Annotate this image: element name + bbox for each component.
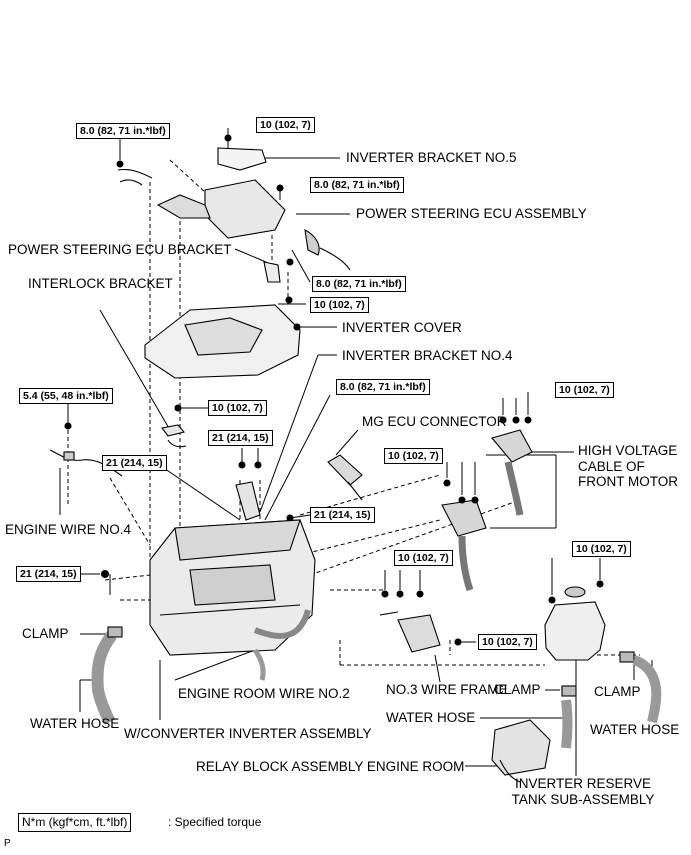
label-relay-block: RELAY BLOCK ASSEMBLY ENGINE ROOM: [196, 759, 465, 774]
mg-ecu-connector-part: [327, 454, 363, 501]
label-mg-ecu-connector: MG ECU CONNECTOR: [362, 414, 507, 429]
bolt-engine-room-part: [252, 648, 266, 681]
no3-wire-frame-part: [379, 590, 462, 653]
inverter-bracket-no4-part: [235, 461, 294, 522]
label-clamp-right: CLAMP: [594, 684, 641, 699]
label-water-hose-right: WATER HOSE: [590, 722, 680, 737]
label-engine-room-wire-no2: ENGINE ROOM WIRE NO.2: [178, 686, 350, 701]
torque-spec: 21 (214, 15): [102, 455, 167, 471]
label-inverter-bracket-no4: INVERTER BRACKET NO.4: [342, 348, 513, 363]
label-inverter-cover: INVERTER COVER: [342, 320, 462, 335]
clamp-parts: [561, 586, 635, 697]
torque-spec: 10 (102, 7): [555, 382, 614, 398]
label-water-hose-left: WATER HOSE: [30, 716, 120, 731]
torque-spec: 21 (214, 15): [310, 507, 375, 523]
label-inverter-bracket-no5: INVERTER BRACKET NO.5: [346, 150, 517, 165]
torque-spec: 10 (102, 7): [394, 550, 453, 566]
connector-harness-part: [116, 160, 153, 186]
torque-spec: 21 (214, 15): [208, 430, 273, 446]
label-hv-cable-front-motor: HIGH VOLTAGE CABLE OF FRONT MOTOR: [578, 443, 678, 490]
inverter-cover-part: [144, 304, 301, 379]
page-mark: P: [4, 838, 11, 849]
water-hose-right-part: [561, 655, 662, 749]
torque-spec: 5.4 (55, 48 in.*lbf): [19, 388, 113, 404]
hv-cable-part: [491, 416, 533, 516]
torque-spec: 8.0 (82, 71 in.*lbf): [76, 123, 170, 139]
dashed-guides: [67, 159, 640, 666]
label-clamp-left: CLAMP: [22, 626, 69, 641]
torque-spec: 8.0 (82, 71 in.*lbf): [336, 379, 430, 395]
hv-cable-lower-part: [441, 479, 487, 592]
label-ps-ecu-bracket: POWER STEERING ECU BRACKET: [8, 242, 232, 257]
label-no3-wire-frame: NO.3 WIRE FRAME: [386, 682, 508, 697]
torque-spec: 10 (102, 7): [572, 541, 631, 557]
ps-ecu-bracket-part: [263, 258, 294, 304]
reserve-tank-part: [544, 580, 606, 661]
label-engine-wire-no4: ENGINE WIRE NO.4: [5, 522, 132, 537]
torque-spec: 10 (102, 7): [384, 448, 443, 464]
leader-lines: [59, 128, 653, 776]
ps-ecu-part: [156, 179, 351, 271]
torque-spec: 10 (102, 7): [310, 297, 369, 313]
interlock-bracket-part: [161, 404, 187, 448]
label-ps-ecu-assembly: POWER STEERING ECU ASSEMBLY: [356, 206, 587, 221]
torque-spec: 8.0 (82, 71 in.*lbf): [310, 177, 404, 193]
torque-spec: 8.0 (82, 71 in.*lbf): [312, 276, 406, 292]
legend-text: : Specified torque: [168, 815, 262, 829]
torque-spec: 21 (214, 15): [16, 566, 81, 582]
label-clamp-center: CLAMP: [494, 682, 541, 697]
wconverter-inverter-part: [100, 519, 316, 656]
label-inverter-reserve-tank: INVERTER RESERVE TANK SUB-ASSEMBLY: [511, 776, 655, 807]
inverter-bracket-no5-part: [217, 134, 267, 171]
label-interlock-bracket: INTERLOCK BRACKET: [28, 276, 173, 291]
legend-unit-box: N*m (kgf*cm, ft.*lbf): [18, 813, 132, 832]
water-hose-left-part: [91, 626, 123, 725]
torque-spec: 10 (102, 7): [256, 117, 315, 133]
torque-spec: 10 (102, 7): [478, 634, 537, 650]
relay-block-part: [491, 719, 551, 783]
label-wconverter-inverter: W/CONVERTER INVERTER ASSEMBLY: [124, 726, 372, 741]
label-water-hose-center: WATER HOSE: [386, 710, 476, 725]
engine-wire-no4-part: [49, 422, 123, 477]
torque-spec: 10 (102, 7): [208, 400, 267, 416]
